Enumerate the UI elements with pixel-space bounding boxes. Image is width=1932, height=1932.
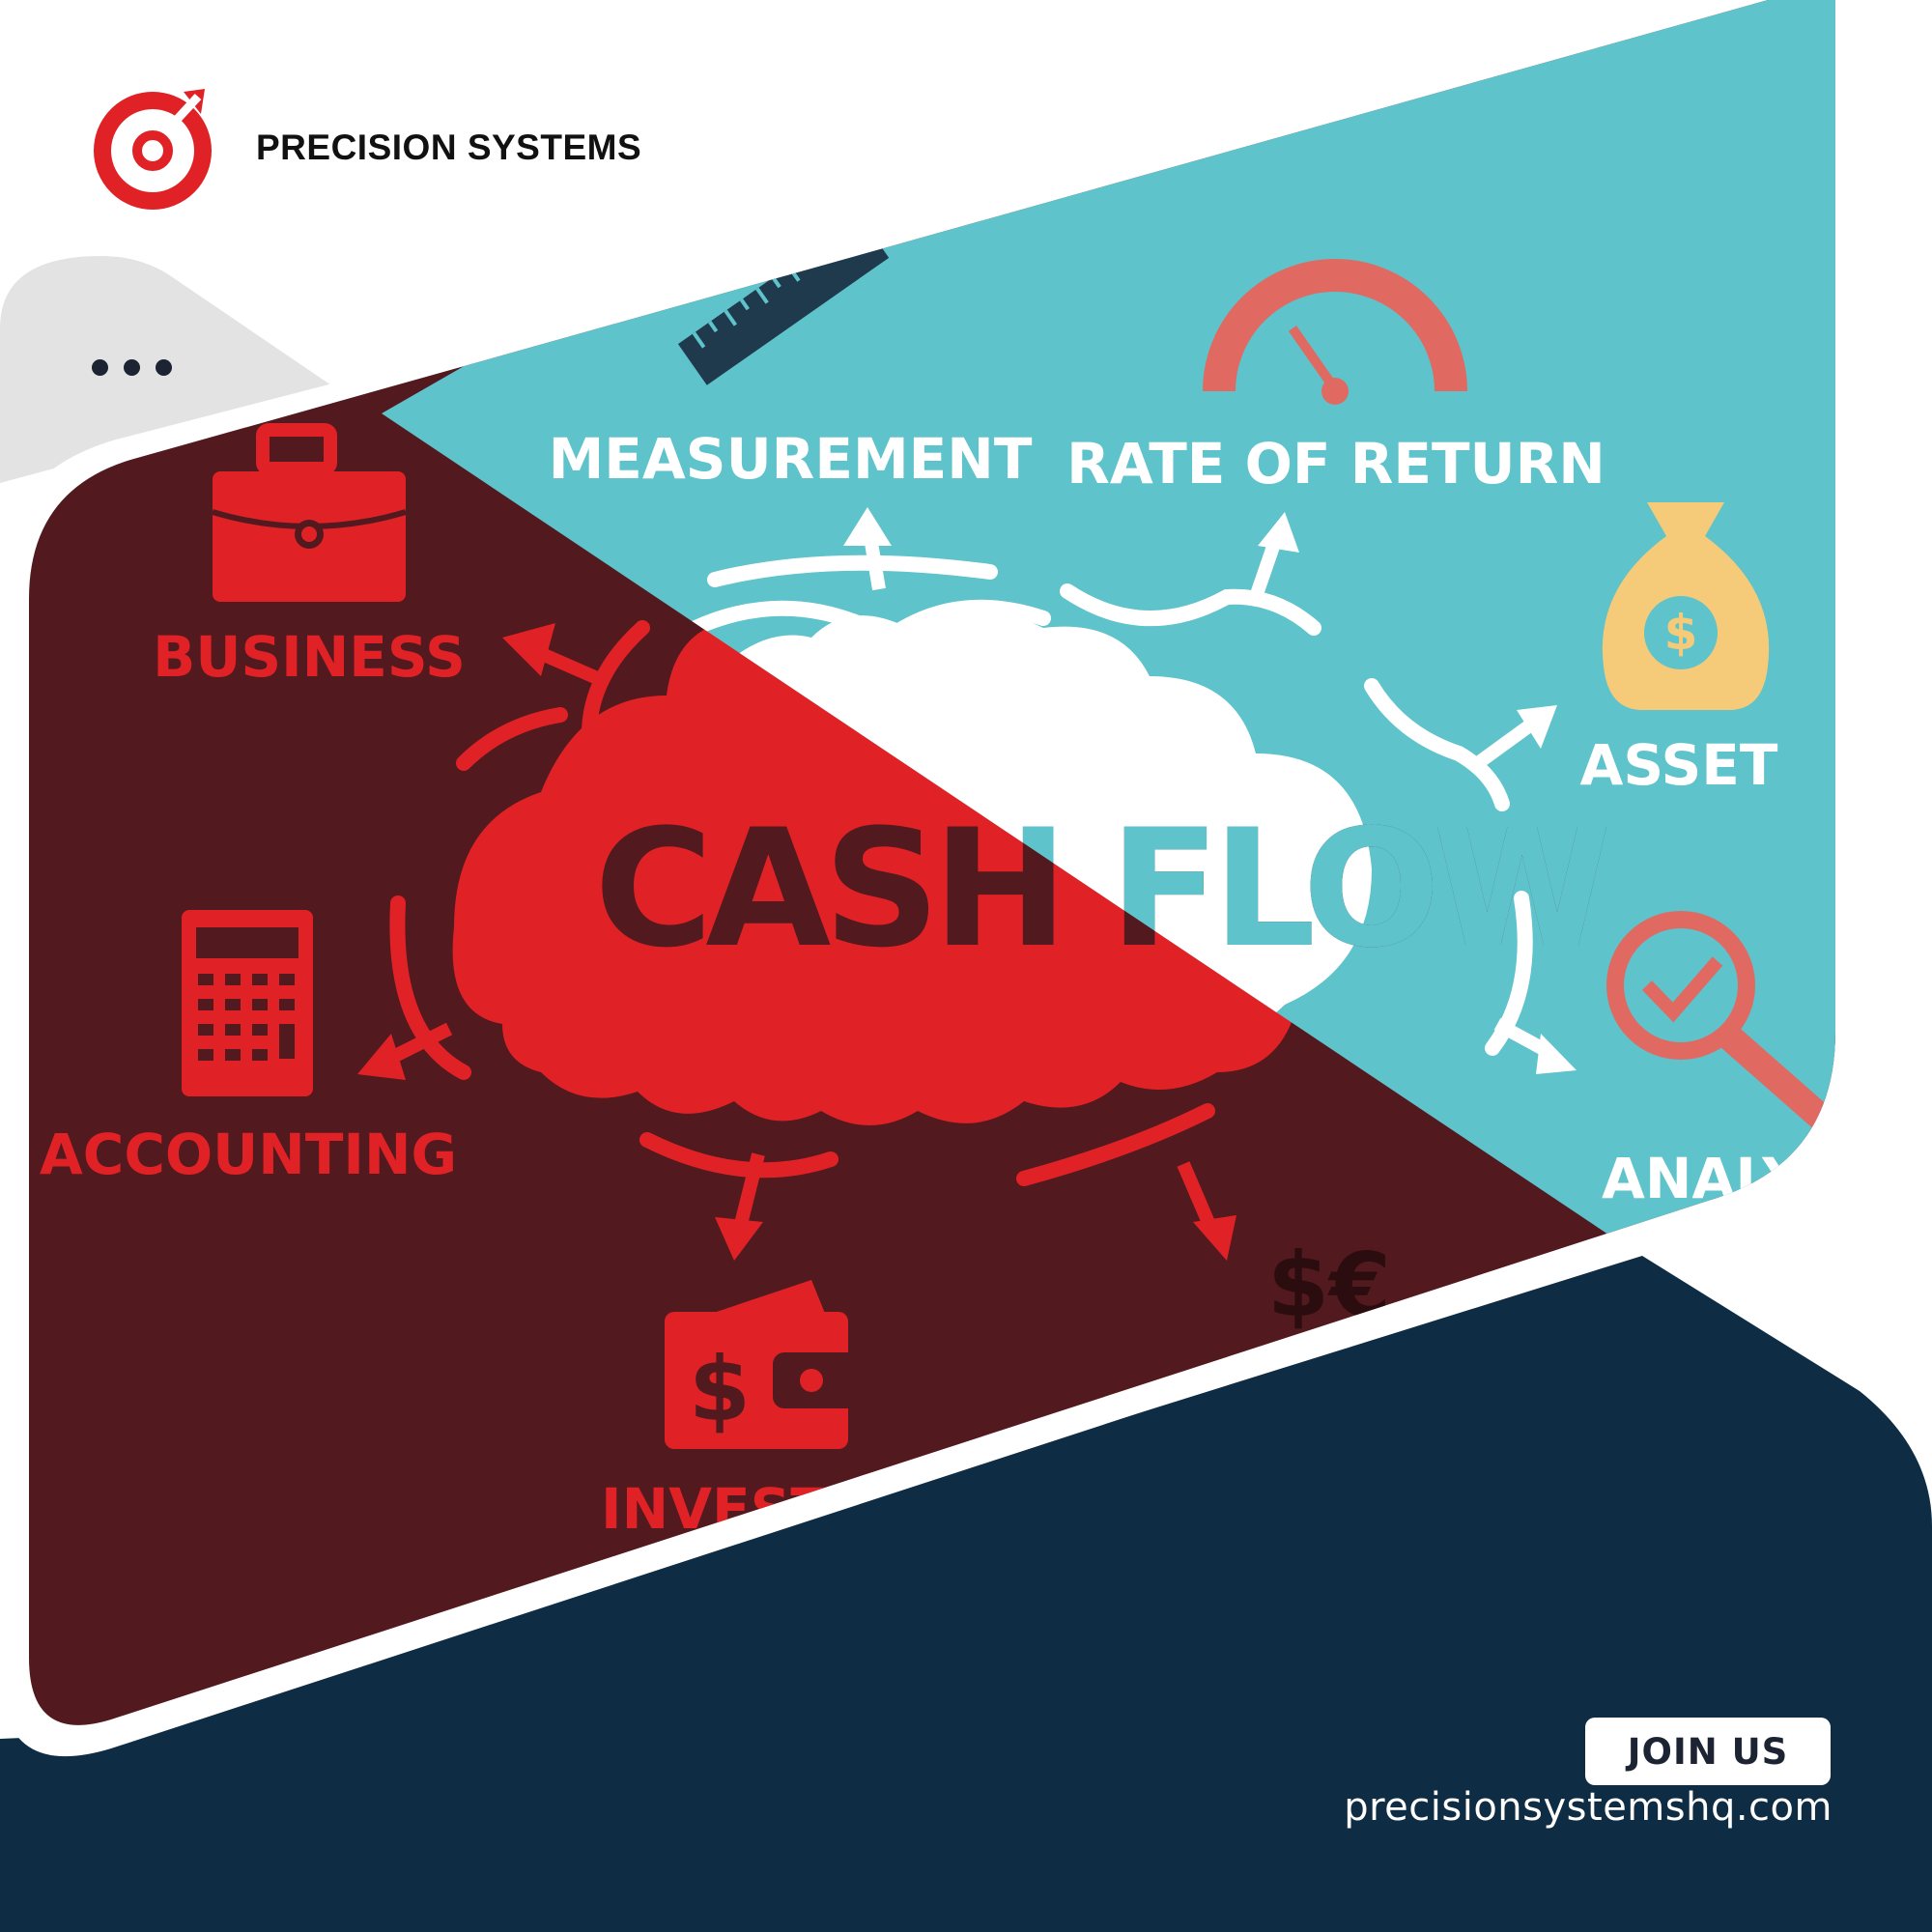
arc-bottom-right <box>1016 1103 1215 1186</box>
svg-text:$: $ <box>1664 605 1698 661</box>
arrow-asset-line <box>1473 719 1536 769</box>
cloud-white-outline <box>688 599 1051 645</box>
arc-right-lower <box>1485 891 1533 1056</box>
join-us-button[interactable]: JOIN US <box>1585 1718 1831 1785</box>
gauge-icon <box>1203 259 1467 405</box>
arc-top-right <box>1060 583 1321 636</box>
label-rate-of-return: RATE OF RETURN <box>1066 431 1605 497</box>
cash-flow-title-left: CASH FLOW <box>594 794 1607 983</box>
brand-name: PRECISION SYSTEMS <box>256 128 642 167</box>
dot <box>124 359 140 376</box>
arrow-return-line <box>1249 538 1282 600</box>
arrow-currency-icon <box>1193 1215 1236 1261</box>
arc-bottom-left <box>639 1132 838 1179</box>
money-bag-icon: $ <box>1602 502 1770 710</box>
arrow-asset-icon <box>1517 705 1557 749</box>
arc-right-upper <box>1364 678 1510 811</box>
navy-bg-shape <box>0 1256 1932 1932</box>
briefcase-icon <box>212 423 407 602</box>
arrow-analysis-icon <box>1536 1034 1577 1074</box>
label-business: BUSINESS <box>153 624 466 690</box>
label-accounting: ACCOUNTING <box>40 1122 457 1187</box>
calculator-icon <box>182 910 313 1096</box>
arrow-investment-line <box>732 1152 765 1234</box>
arc-left-low <box>389 895 471 1080</box>
wallet-icon: $ <box>665 1280 858 1449</box>
magnifier-icon <box>1606 911 1835 1144</box>
website-url[interactable]: precisionsystemshq.com <box>1344 1785 1833 1830</box>
arc-left-mid <box>456 707 568 771</box>
svg-text:$: $ <box>689 1338 751 1441</box>
arrow-accounting-icon <box>357 1034 406 1080</box>
label-asset: ASSET <box>1579 732 1777 798</box>
arc-top-left <box>707 554 998 587</box>
more-options-icon[interactable] <box>92 359 172 376</box>
arrow-return-icon <box>1258 512 1299 553</box>
dot <box>156 359 172 376</box>
arrow-business-icon <box>502 623 555 676</box>
brand-logo-icon <box>94 89 212 210</box>
arrow-investment-icon <box>715 1217 763 1261</box>
arrow-measurement-icon <box>843 507 892 546</box>
label-measurement: MEASUREMENT <box>549 426 1033 492</box>
dot <box>92 359 108 376</box>
